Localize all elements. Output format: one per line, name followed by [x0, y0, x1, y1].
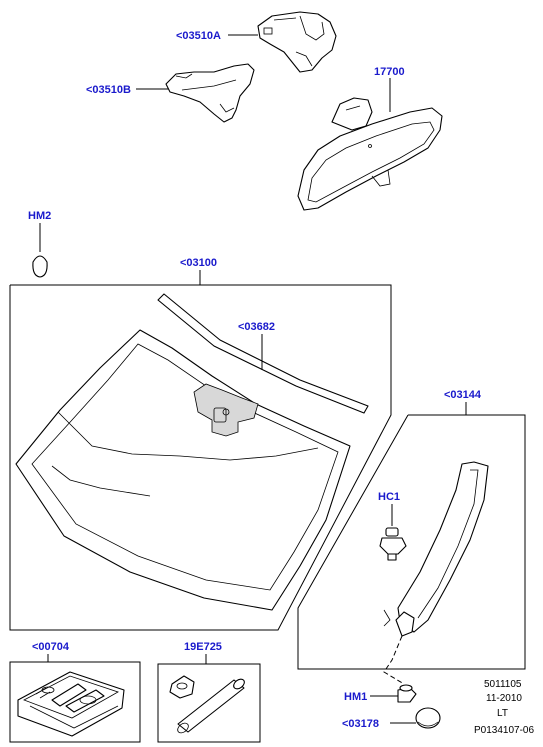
label-kit[interactable]: <00704 — [32, 641, 70, 653]
meta-line-1: 5011105 — [484, 679, 522, 690]
repair-kit[interactable] — [17, 671, 125, 737]
pillar-trim[interactable] — [383, 461, 489, 637]
hm2-pad[interactable] — [32, 255, 48, 278]
hm1-fastener[interactable] — [397, 684, 417, 703]
meta-line-2: 11-2010 — [486, 693, 522, 704]
label-hm1[interactable]: HM1 — [344, 691, 367, 703]
link-dashed — [383, 635, 405, 685]
hc1-clip[interactable] — [379, 527, 407, 561]
tube-frame — [157, 663, 261, 743]
meta-line-4: P0134107-06 — [474, 725, 534, 736]
mirror-bracket-a[interactable] — [257, 11, 337, 73]
kit-frame — [9, 661, 141, 743]
label-windscreen[interactable]: <03100 — [180, 257, 217, 269]
mirror-bracket-b[interactable] — [165, 63, 255, 123]
label-mirror[interactable]: 17700 — [374, 66, 405, 78]
tube-product[interactable] — [169, 675, 246, 735]
label-strip[interactable]: <03682 — [238, 321, 275, 333]
trim-strip[interactable] — [157, 293, 369, 414]
meta-line-3: LT — [497, 708, 508, 719]
label-pillar[interactable]: <03144 — [444, 389, 482, 401]
rear-view-mirror[interactable] — [297, 97, 443, 211]
windscreen-glass[interactable] — [15, 329, 351, 611]
plug[interactable] — [415, 707, 441, 729]
pillar-frame — [297, 414, 526, 670]
label-hm2[interactable]: HM2 — [28, 210, 51, 222]
label-tube[interactable]: 19E725 — [184, 641, 222, 653]
label-hc1[interactable]: HC1 — [378, 491, 400, 503]
windscreen-frame — [9, 284, 392, 631]
label-bracket-b[interactable]: <03510B — [86, 84, 131, 96]
label-bracket-a[interactable]: <03510A — [176, 30, 221, 42]
label-plug[interactable]: <03178 — [342, 718, 379, 730]
